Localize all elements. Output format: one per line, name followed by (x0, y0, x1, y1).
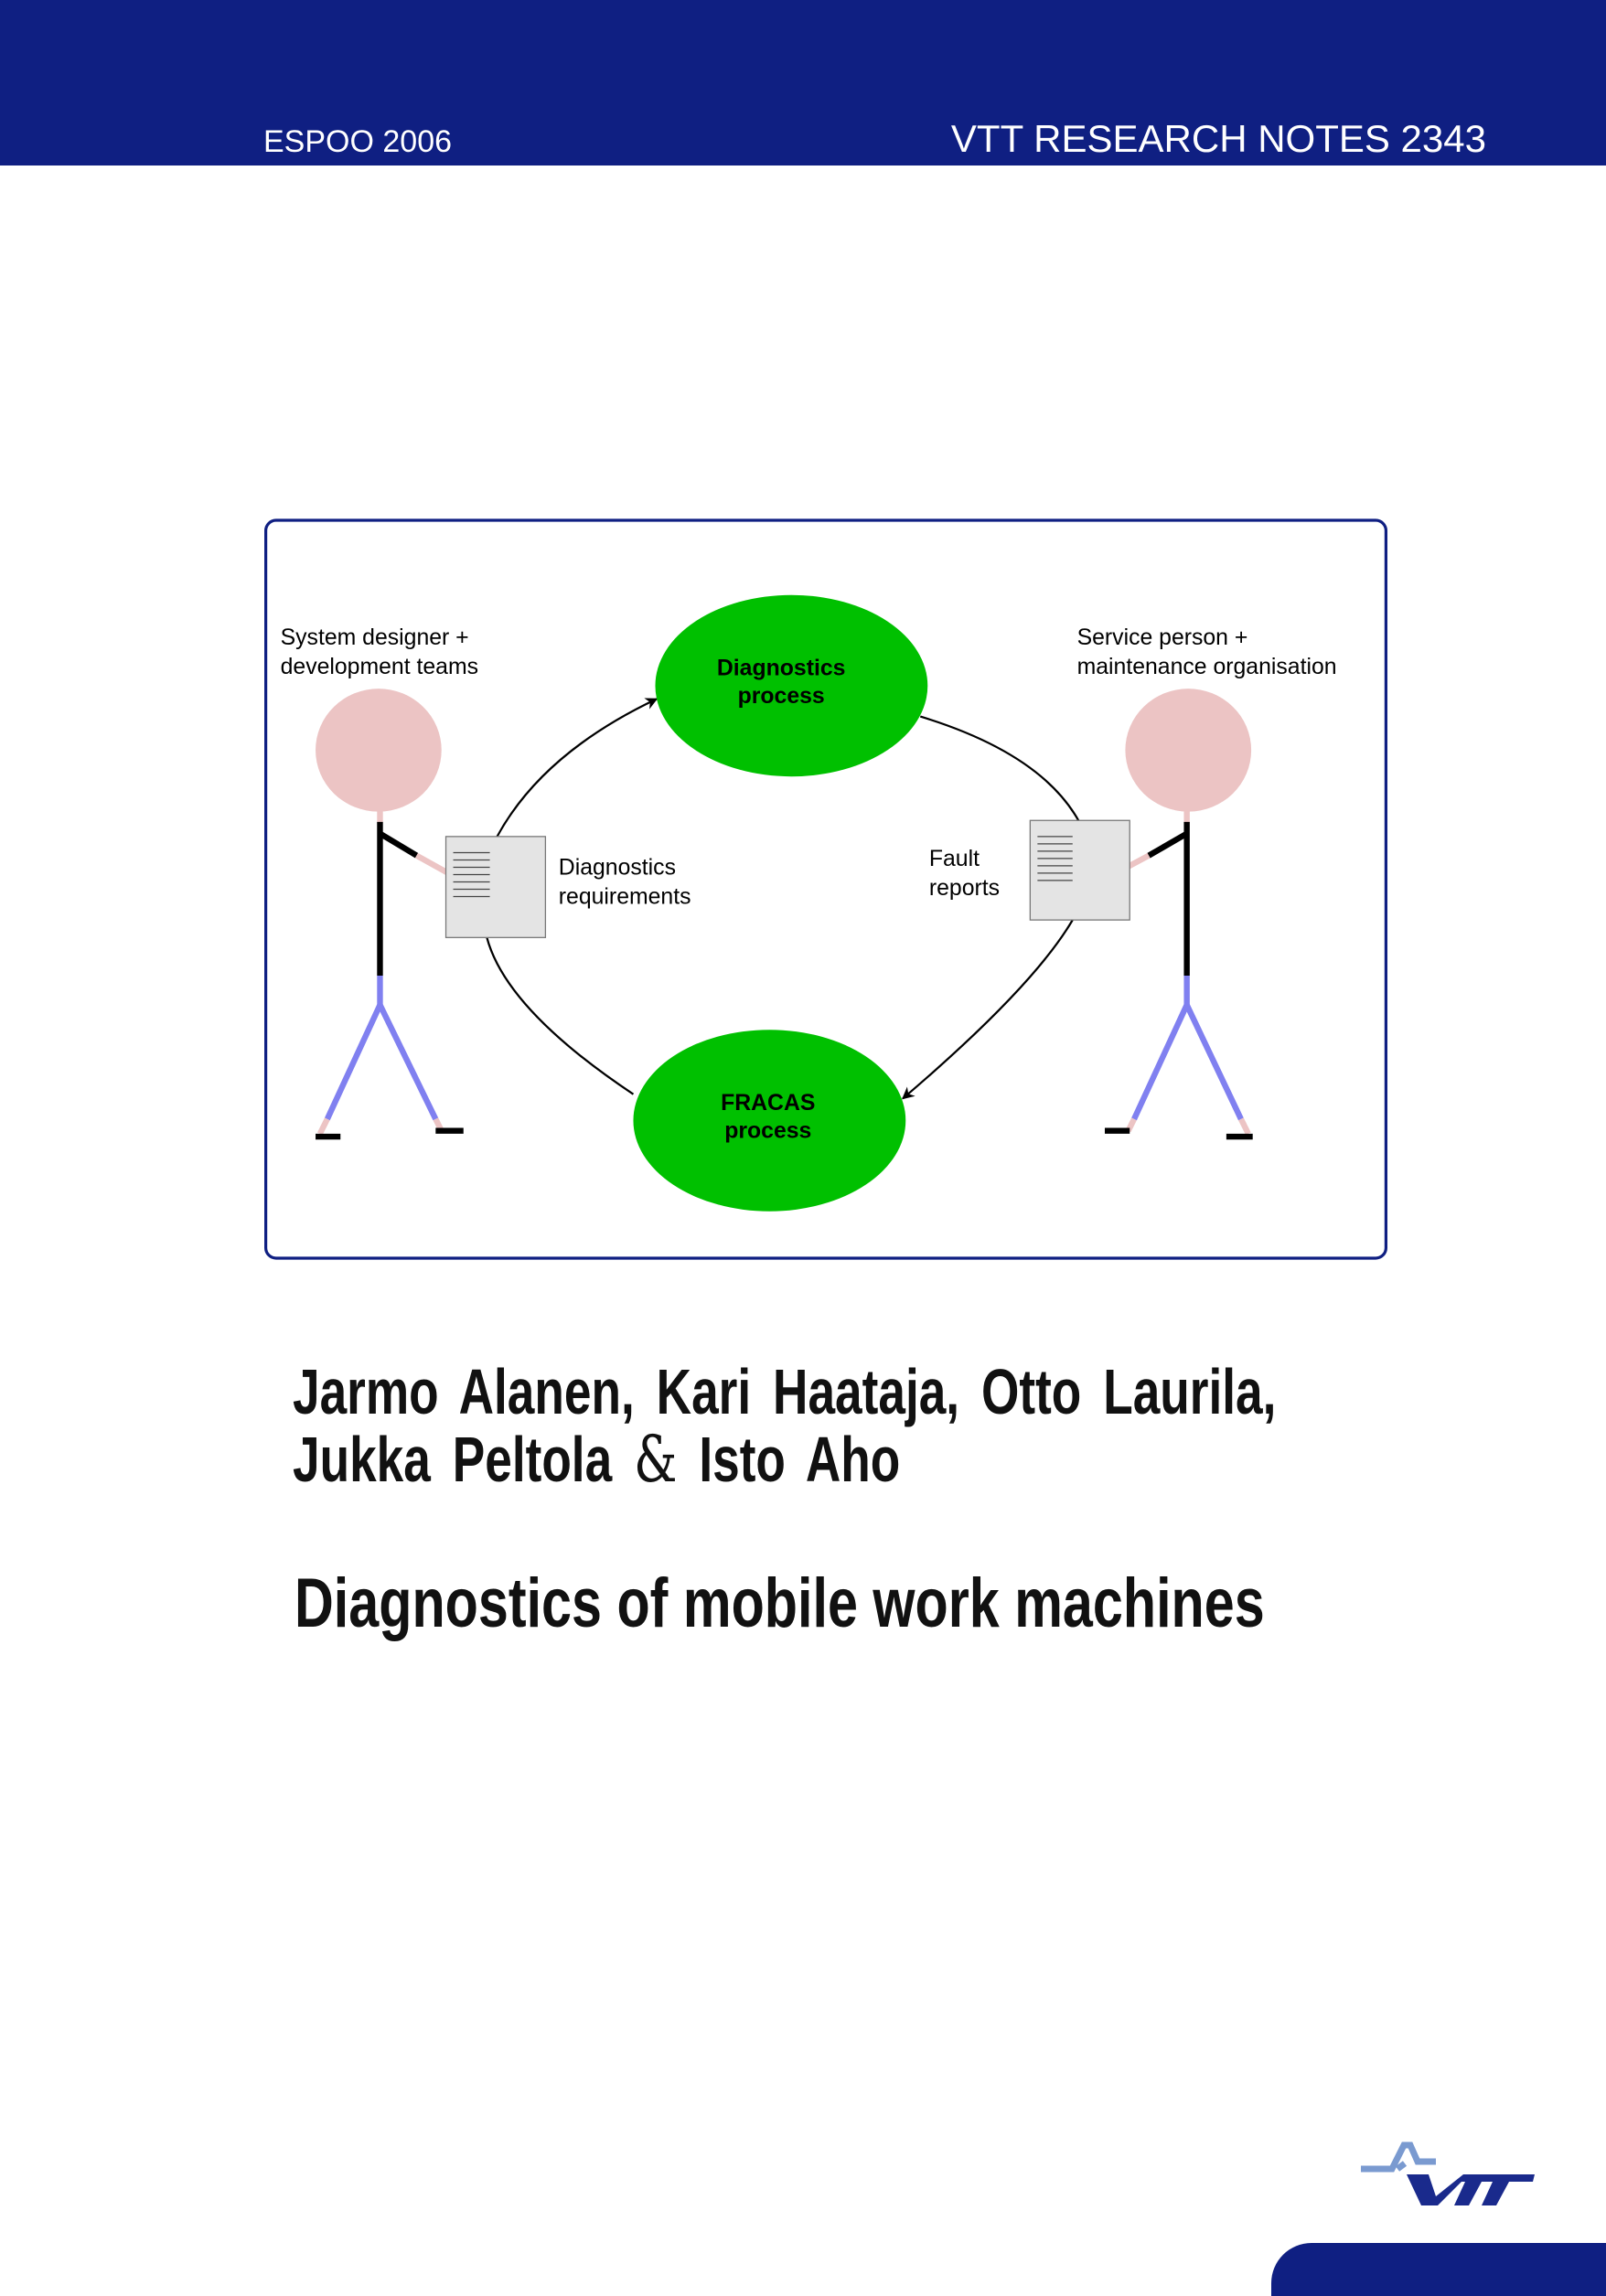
fault-label: Fault (929, 847, 980, 871)
requirements-label: Diagnostics (559, 855, 676, 880)
diagram-frame (264, 518, 1387, 1260)
fault-label-2: reports (929, 876, 1000, 901)
right-stick-figure (1104, 689, 1253, 1140)
connector-diagnostics-to-fault (919, 715, 1080, 821)
connector-fracas-to-requirements (486, 937, 635, 1095)
fracas-process-label: FRACAS (721, 1091, 815, 1116)
left-actor-label: System designer + (281, 625, 469, 650)
vtt-logo (1361, 2141, 1535, 2205)
ampersand: & (634, 1422, 678, 1497)
process-diagram: Diagnostics process FRACAS process (264, 518, 1387, 1260)
publication-title: Diagnostics of mobile work machines (294, 1564, 1265, 1642)
left-actor-label-2: development teams (281, 655, 478, 679)
left-stick-figure (316, 689, 464, 1140)
right-actor-label: Service person + (1077, 625, 1248, 650)
fracas-process-label-2: process (724, 1119, 811, 1144)
right-actor-label-2: maintenance organisation (1077, 655, 1337, 679)
author-name: Jukka Peltola (293, 1424, 613, 1495)
header-band: ESPOO 2006 VTT RESEARCH NOTES 2343 (0, 0, 1606, 166)
footer-tab (1271, 2243, 1606, 2296)
author-name: Isto Aho (699, 1424, 901, 1495)
authors: Jarmo Alanen, Kari Haataja, Otto Laurila… (293, 1358, 1276, 1493)
authors-line-2: Jukka Peltola & Isto Aho (293, 1426, 1276, 1493)
diagnostics-process-node (655, 594, 928, 777)
arrow-requirements-to-diagnostics (496, 698, 658, 838)
authors-line-1: Jarmo Alanen, Kari Haataja, Otto Laurila… (293, 1356, 1277, 1427)
diagnostics-process-label: Diagnostics (717, 657, 846, 681)
fault-report-document-icon (1029, 819, 1130, 921)
requirements-label-2: requirements (559, 885, 691, 910)
requirements-document-icon (444, 836, 547, 938)
arrow-fault-to-fracas (902, 919, 1074, 1100)
diagnostics-process-label-2: process (738, 684, 825, 709)
place-year: ESPOO 2006 (263, 124, 453, 159)
series-number: VTT RESEARCH NOTES 2343 (950, 117, 1486, 160)
fracas-process-node (633, 1030, 906, 1212)
